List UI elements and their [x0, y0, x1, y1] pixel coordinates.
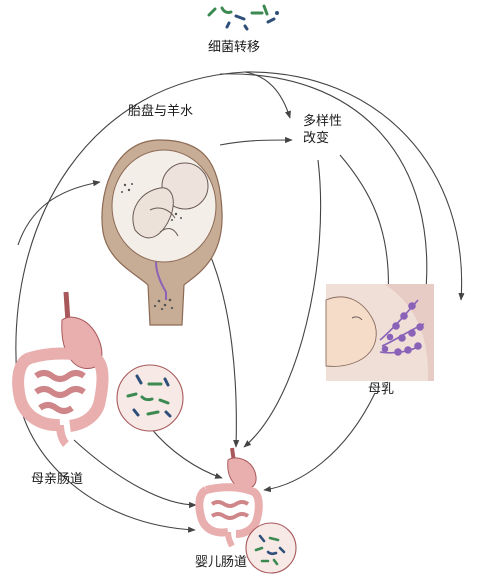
label-breast-milk: 母乳 — [368, 382, 395, 397]
label-bacteria-transfer: 细菌转移 — [208, 40, 261, 55]
arrow-big-arc-right — [244, 71, 465, 301]
arrow-breast-to-infant — [263, 392, 376, 493]
label-diversity-change: 多样性 改变 — [303, 114, 343, 146]
uterus-fetus-icon — [101, 139, 223, 326]
arrows — [15, 71, 465, 533]
arrow-to-diversity — [244, 71, 291, 119]
bacteria-magnifier-infant — [245, 522, 297, 574]
arrow-diversity-to-breast — [339, 154, 392, 301]
arrow-maternal-to-infant — [73, 439, 197, 509]
infant-digestive-tract-icon — [195, 447, 263, 548]
bacteria-magnifier-maternal — [116, 364, 184, 432]
label-placenta-amniotic: 胎盘与羊水 — [128, 104, 194, 119]
arrow-uterus-to-diversity — [219, 136, 293, 146]
label-infant-gut: 婴儿肠道 — [195, 555, 248, 570]
bacteria-cluster-top — [207, 4, 279, 31]
arrow-diversity-to-infant — [243, 159, 322, 448]
label-maternal-gut: 母亲肠道 — [31, 472, 84, 487]
maternal-digestive-tract-icon — [12, 291, 109, 447]
arrow-uterus-to-infant — [207, 249, 240, 448]
arrow-circle-to-infant — [149, 426, 223, 479]
arrow-gut-to-placenta — [17, 180, 101, 246]
breastfeeding-icon — [325, 284, 434, 381]
arrow-arc-to-breast — [219, 73, 429, 301]
arrow-big-arc-left — [15, 71, 246, 379]
